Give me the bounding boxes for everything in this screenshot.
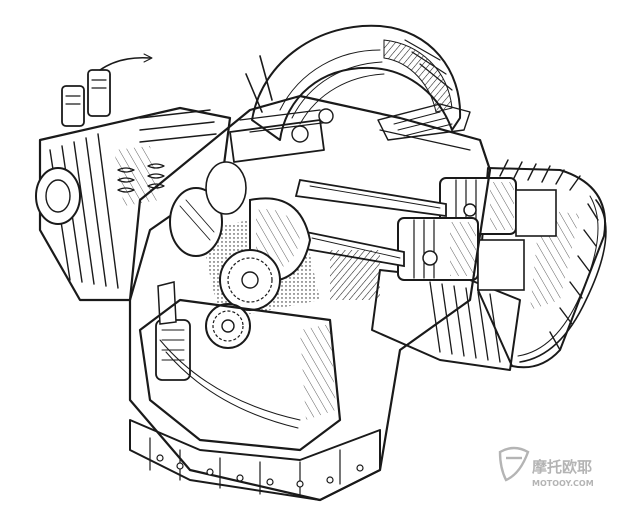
flywheel-housing xyxy=(251,24,462,141)
watermark-site: MOTOOY.COM xyxy=(532,479,594,488)
spark-plug-caps xyxy=(61,53,153,127)
valve-springs xyxy=(117,163,165,193)
watermark: 摩托欧耶 MOTOOY.COM xyxy=(498,446,594,488)
left-cylinder-bore xyxy=(169,161,247,257)
oil-sump xyxy=(129,419,381,501)
lower-piston xyxy=(397,217,525,291)
sump-bolts xyxy=(156,454,364,488)
left-cylinder-head xyxy=(35,106,232,302)
motooy-logo-icon xyxy=(498,446,530,482)
crankcase xyxy=(128,94,492,502)
front-timing-cover xyxy=(138,298,342,452)
pistons xyxy=(397,177,557,291)
camshaft-assembly xyxy=(229,55,471,163)
watermark-brand-name: 摩托欧耶 xyxy=(532,458,592,476)
